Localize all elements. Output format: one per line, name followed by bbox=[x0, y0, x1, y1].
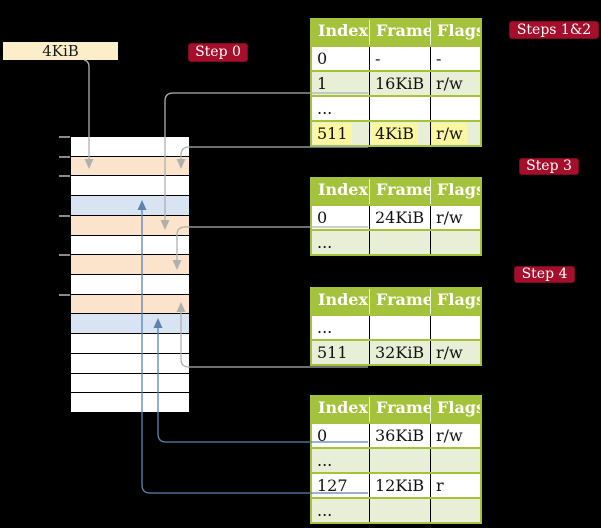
memory-tick bbox=[59, 294, 70, 296]
table-cell: 511 bbox=[312, 122, 370, 145]
badge-step-3: Step 3 bbox=[519, 158, 579, 175]
table-cell: ... bbox=[312, 97, 370, 120]
table-cell bbox=[431, 499, 480, 522]
memory-row-7 bbox=[71, 255, 189, 276]
table-cell: 32KiB bbox=[370, 341, 431, 364]
table-cell bbox=[431, 231, 480, 254]
badge-step-4: Step 4 bbox=[514, 266, 575, 283]
highlighted-value: 4KiB bbox=[371, 123, 419, 144]
table-cell: ... bbox=[312, 449, 370, 472]
memory-row-11 bbox=[71, 334, 189, 354]
memory-row-3 bbox=[71, 176, 189, 197]
memory-row-12 bbox=[71, 353, 189, 374]
memory-row-9 bbox=[71, 294, 189, 315]
arrow-t1-entry511-to-memory bbox=[176, 146, 368, 169]
memory-tick bbox=[59, 254, 70, 256]
table-cell: 511 bbox=[312, 341, 370, 364]
table-cell bbox=[370, 499, 431, 522]
table-row: ... bbox=[312, 95, 480, 120]
memory-row-4 bbox=[71, 196, 189, 216]
table-cell bbox=[370, 449, 431, 472]
memory-row-2 bbox=[71, 156, 189, 177]
table-cell: r/w bbox=[431, 122, 480, 145]
memory-row-6 bbox=[71, 235, 189, 256]
memory-row-10 bbox=[71, 314, 189, 335]
memory-tick bbox=[59, 136, 70, 138]
table-cell: 4KiB bbox=[370, 122, 431, 145]
badge-steps-1-2: Steps 1&2 bbox=[509, 21, 599, 39]
memory-row-5 bbox=[71, 215, 189, 236]
memory-row-1 bbox=[71, 137, 189, 157]
memory-row-13 bbox=[71, 373, 189, 394]
table-cell: 36KiB bbox=[370, 424, 431, 447]
table-cell: r/w bbox=[436, 343, 463, 362]
table-cell bbox=[370, 231, 431, 254]
column-header-index: Index bbox=[312, 397, 370, 422]
memory-tick bbox=[59, 215, 70, 217]
badge-step-0: Step 0 bbox=[188, 43, 248, 62]
table-row: 511 4KiB r/w bbox=[312, 120, 480, 145]
column-header-frame: Frame bbox=[370, 289, 431, 314]
memory-tick bbox=[59, 175, 70, 177]
column-header-index: Index bbox=[312, 20, 370, 45]
table-cell: - bbox=[436, 49, 442, 68]
table-cell: ... bbox=[312, 316, 370, 339]
column-header-flags: Flags bbox=[437, 180, 480, 199]
table-row: ... bbox=[312, 314, 480, 339]
table-cell: ... bbox=[312, 499, 370, 522]
connector-line bbox=[180, 146, 368, 159]
column-header-index: Index bbox=[312, 179, 370, 204]
table-cell: 24KiB bbox=[370, 206, 431, 229]
table-cell: ... bbox=[312, 231, 370, 254]
memory-tick bbox=[59, 156, 70, 158]
highlighted-value: 511 bbox=[313, 123, 352, 144]
table-row: 0-- bbox=[312, 45, 480, 70]
table-cell: 0 bbox=[312, 206, 370, 229]
table-cell: r/w bbox=[436, 426, 463, 445]
frame-box-4kib: 4KiB bbox=[3, 42, 118, 60]
column-header-frame: Frame bbox=[370, 20, 431, 45]
table-cell: 12KiB bbox=[370, 474, 431, 497]
table-cell bbox=[431, 449, 480, 472]
table-row: ... bbox=[312, 497, 480, 522]
column-header-frame: Frame bbox=[370, 397, 431, 422]
table-row: ... bbox=[312, 447, 480, 472]
table-cell: 1 bbox=[312, 72, 370, 95]
column-header-flags: Flags bbox=[437, 398, 480, 417]
table-cell: r/w bbox=[436, 74, 463, 93]
physical-memory-column bbox=[70, 136, 190, 413]
table-cell: 16KiB bbox=[370, 72, 431, 95]
highlighted-value: r/w bbox=[432, 123, 467, 144]
memory-row-14 bbox=[71, 393, 189, 413]
table-cell bbox=[370, 97, 431, 120]
table-cell: r/w bbox=[436, 208, 463, 227]
table-row: ... bbox=[312, 229, 480, 254]
table-cell bbox=[431, 97, 480, 120]
column-header-flags: Flags bbox=[437, 290, 480, 309]
table-cell bbox=[370, 316, 431, 339]
table-cell: r bbox=[436, 476, 444, 495]
memory-row-8 bbox=[71, 275, 189, 295]
column-header-flags: Flags bbox=[437, 21, 480, 40]
table-cell: 127 bbox=[312, 474, 370, 497]
column-header-frame: Frame bbox=[370, 179, 431, 204]
table-cell bbox=[431, 316, 480, 339]
table-cell: 0 bbox=[312, 424, 370, 447]
table-cell: - bbox=[370, 47, 431, 70]
table-cell: 0 bbox=[312, 47, 370, 70]
column-header-index: Index bbox=[312, 289, 370, 314]
